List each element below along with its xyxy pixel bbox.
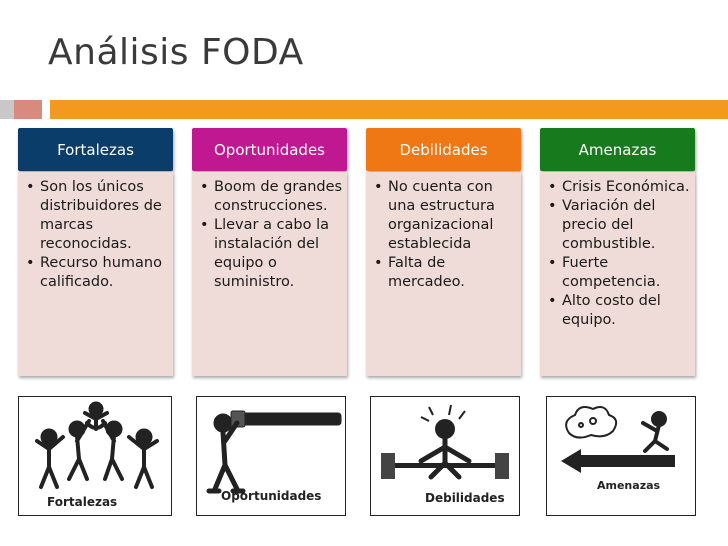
debilidades-heading: Debilidades	[366, 128, 521, 171]
accent-bar-right	[50, 100, 728, 119]
oportunidades-caption: Oportunidades	[221, 489, 322, 503]
amenazas-body: Crisis Económica. Variación del precio d…	[540, 172, 695, 376]
amenazas-picture: Amenazas	[546, 396, 696, 516]
list-item: Crisis Económica.	[548, 178, 691, 197]
list-item: Alto costo del equipo.	[548, 292, 691, 330]
debilidades-column: Debilidades No cuenta con una estructura…	[366, 128, 521, 376]
telescope-person-icon	[206, 410, 342, 494]
fortalezas-list: Son los únicos distribuidores de marcas …	[18, 172, 173, 292]
weightlifter-icon	[381, 404, 509, 480]
oportunidades-heading: Oportunidades	[192, 128, 347, 171]
debilidades-body: No cuenta con una estructura organizacio…	[366, 172, 521, 376]
fortalezas-heading: Fortalezas	[18, 128, 173, 171]
fortalezas-picture: Fortalezas	[18, 396, 172, 516]
list-item: Falta de mercadeo.	[374, 254, 517, 292]
storm-cloud-arrow-icon	[561, 406, 675, 473]
accent-square	[0, 100, 14, 119]
amenazas-list: Crisis Económica. Variación del precio d…	[540, 172, 695, 330]
fortalezas-caption: Fortalezas	[47, 495, 118, 509]
list-item: Son los únicos distribuidores de marcas …	[26, 178, 169, 254]
amenazas-heading: Amenazas	[540, 128, 695, 171]
oportunidades-column: Oportunidades Boom de grandes construcci…	[192, 128, 347, 376]
fortalezas-body: Son los únicos distribuidores de marcas …	[18, 172, 173, 376]
debilidades-picture: Debilidades	[370, 396, 520, 516]
oportunidades-list: Boom de grandes construcciones. Llevar a…	[192, 172, 347, 292]
oportunidades-body: Boom de grandes construcciones. Llevar a…	[192, 172, 347, 376]
list-item: Recurso humano calificado.	[26, 254, 169, 292]
list-item: Variación del precio del combustible.	[548, 197, 691, 254]
list-item: Boom de grandes construcciones.	[200, 178, 343, 216]
list-item: Fuerte competencia.	[548, 254, 691, 292]
debilidades-list: No cuenta con una estructura organizacio…	[366, 172, 521, 292]
fortalezas-column: Fortalezas Son los únicos distribuidores…	[18, 128, 173, 376]
slide-title: Análisis FODA	[48, 32, 304, 73]
amenazas-caption: Amenazas	[597, 479, 661, 492]
debilidades-caption: Debilidades	[425, 491, 505, 505]
team-lifting-icon	[35, 401, 159, 489]
oportunidades-picture: Oportunidades	[196, 396, 346, 516]
amenazas-column: Amenazas Crisis Económica. Variación del…	[540, 128, 695, 376]
list-item: No cuenta con una estructura organizacio…	[374, 178, 517, 254]
list-item: Llevar a cabo la instalación del equipo …	[200, 216, 343, 292]
